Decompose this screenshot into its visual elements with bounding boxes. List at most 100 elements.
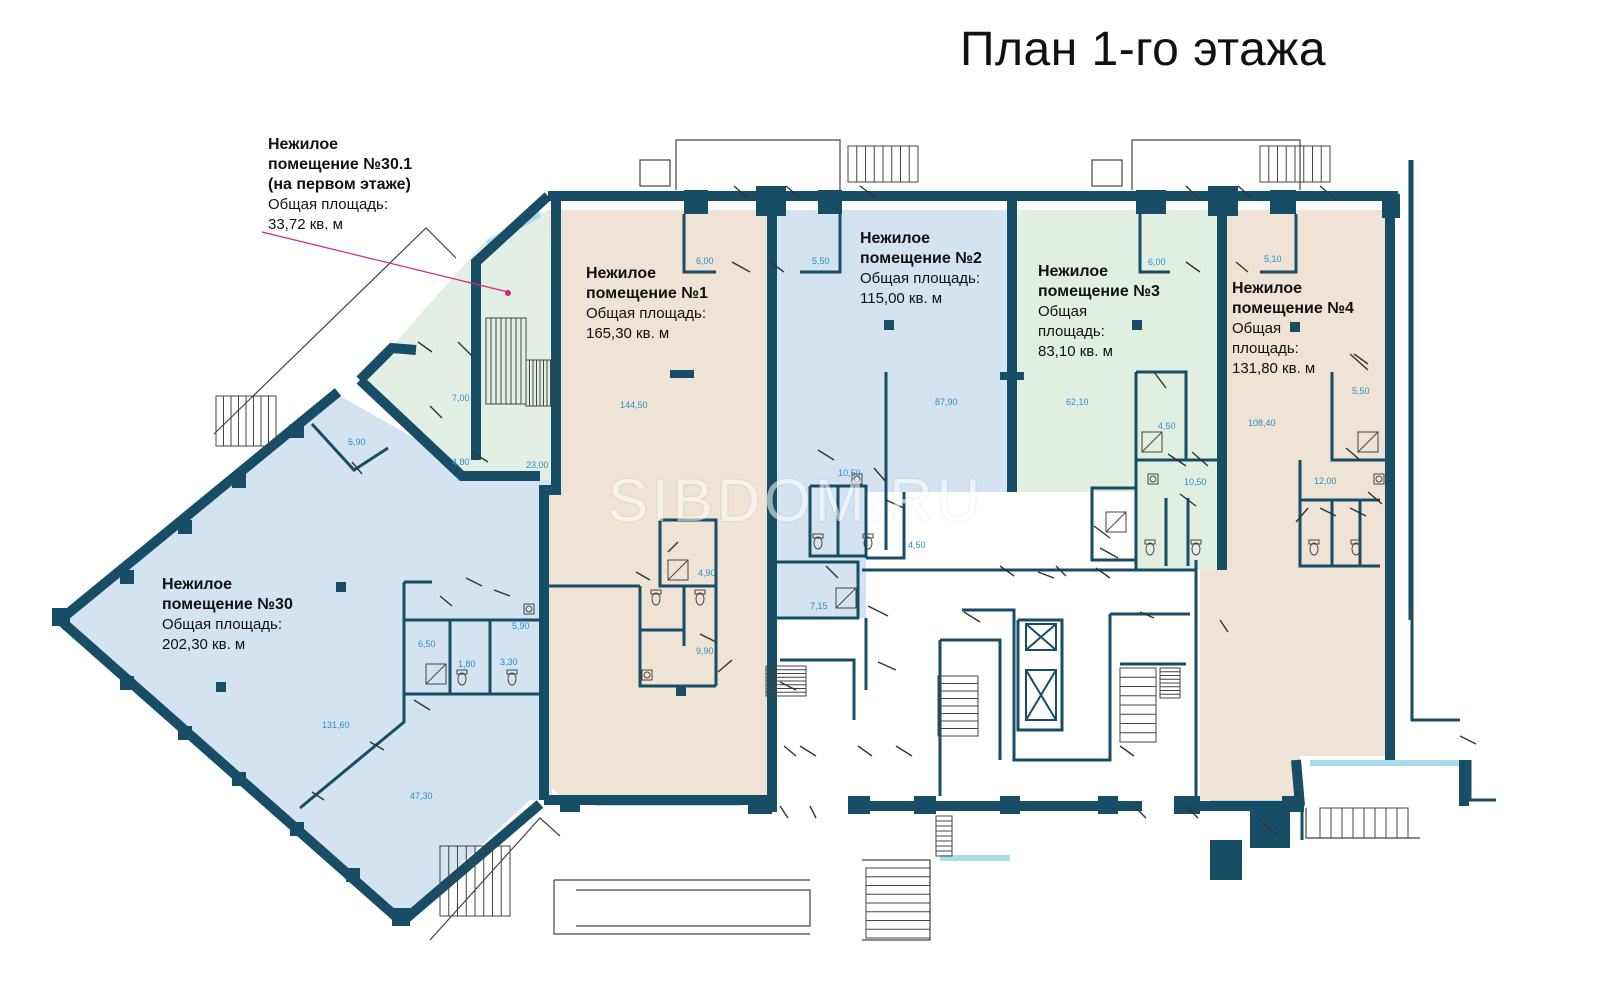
room-area: 7,15 — [810, 601, 828, 611]
door-swing — [1219, 619, 1229, 633]
room-area: 10,50 — [1184, 477, 1207, 487]
sink-basin — [1375, 475, 1383, 483]
door-swing — [895, 745, 913, 757]
door-swing — [817, 449, 835, 461]
room-area: 6,50 — [418, 639, 436, 649]
unit-1-line3: Общая площадь: — [586, 305, 707, 322]
door-swing — [369, 741, 385, 751]
door-swing — [1095, 567, 1111, 579]
door-swing — [779, 681, 797, 691]
door-swing — [351, 461, 363, 475]
toilet-tank — [812, 533, 824, 539]
room-area: 6,00 — [1148, 257, 1166, 267]
door-swing — [439, 595, 453, 607]
door-swing — [1133, 805, 1147, 819]
unit-2-line3: Общая площадь: — [860, 270, 981, 287]
door-swing — [769, 261, 785, 273]
door-swing — [1119, 745, 1135, 757]
columns — [52, 186, 1400, 926]
unit-30-line4: 202,30 кв. м — [162, 636, 246, 653]
door-swing — [731, 261, 751, 273]
door-swing — [1349, 353, 1369, 371]
door-swing — [635, 571, 651, 581]
sink-basin — [643, 671, 651, 679]
toilet-bowl — [1351, 542, 1361, 556]
shower-drain — [425, 663, 447, 685]
room-area: 4,80 — [452, 457, 470, 467]
unit-3-line4: площадь: — [1038, 323, 1105, 340]
room-area: 5,10 — [1264, 254, 1282, 264]
toilet-bowl — [507, 672, 517, 686]
unit-30-1-line3: (на первом этаже) — [268, 176, 411, 193]
unit-30-1-line1: Нежилое — [268, 136, 339, 153]
unit-label-1: Нежилое помещение №1 Общая площадь: 165,… — [586, 264, 708, 344]
shower-drain — [835, 587, 857, 609]
sink-basin — [853, 475, 861, 483]
room-area: 4,50 — [1158, 421, 1176, 431]
room-area: 5,90 — [348, 437, 366, 447]
room-area: 4,90 — [698, 568, 716, 578]
toilet-bowl — [1145, 542, 1155, 556]
sink — [1373, 473, 1385, 485]
sink — [523, 603, 535, 615]
door-swing — [1037, 571, 1055, 579]
door-swing — [859, 185, 877, 199]
door-swing — [1167, 453, 1187, 467]
door-swing — [1349, 507, 1367, 517]
unit-30-line3: Общая площадь: — [162, 616, 283, 633]
toilet-tank — [862, 533, 874, 539]
door-swing — [877, 661, 897, 671]
shower-tray — [425, 663, 447, 685]
toilet-bowl — [457, 672, 467, 686]
unit-30-1-line5: 33,72 кв. м — [268, 216, 343, 233]
room-area: 47,30 — [410, 791, 433, 801]
toilet-bowl — [1191, 542, 1201, 556]
sanitary-fixtures — [425, 431, 1385, 686]
door-swing — [799, 745, 817, 757]
room-area: 9,90 — [696, 646, 714, 656]
unit-label-30-1: Нежилое помещение №30.1 (на первом этаже… — [268, 135, 412, 235]
toilet-tank — [650, 589, 662, 595]
room-unit-30-1 — [360, 210, 560, 480]
door-swing — [1179, 493, 1197, 507]
porches — [213, 139, 1420, 941]
door-swing — [785, 185, 801, 199]
unit-1-line2: помещение №1 — [586, 285, 708, 302]
room-area: 1,80 — [458, 659, 476, 669]
leader-dot — [505, 290, 511, 296]
unit-label-30: Нежилое помещение №30 Общая площадь: 202… — [162, 575, 293, 655]
toilet-tank — [1350, 539, 1362, 545]
door-swing — [417, 341, 433, 353]
unit-3-line2: помещение №3 — [1038, 283, 1160, 300]
door-swing — [1237, 185, 1253, 199]
door-swing — [1153, 371, 1167, 389]
unit-4-line5: 131,80 кв. м — [1232, 360, 1316, 377]
leader-line — [261, 231, 509, 293]
partitions — [299, 160, 1496, 840]
door-swing — [1353, 353, 1369, 365]
door-swing — [1319, 185, 1335, 199]
toilet-bowl — [695, 592, 705, 606]
shower-tray — [1357, 431, 1379, 453]
room-area: 87,90 — [935, 397, 958, 407]
toilet-tank — [1308, 539, 1320, 545]
unit-4-line4: площадь: — [1232, 340, 1299, 357]
unit-4-line3: Общая — [1232, 320, 1282, 337]
elevator-shafts — [1025, 623, 1057, 721]
door-swing — [1235, 261, 1249, 273]
door-swing — [825, 565, 839, 579]
door-swing — [1139, 611, 1155, 619]
unit-2-line1: Нежилое — [860, 230, 931, 247]
door-swing — [783, 745, 797, 757]
shower-drain — [667, 559, 689, 581]
sink — [851, 473, 863, 485]
unit-label-2: Нежилое помещение №2 Общая площадь: 115,… — [860, 229, 982, 309]
shower-tray — [1105, 511, 1127, 533]
door-swing — [1185, 261, 1201, 273]
unit-3-line5: 83,10 кв. м — [1038, 343, 1113, 360]
shower-tray — [1141, 431, 1163, 453]
page-title: План 1-го этажа — [960, 23, 1327, 76]
room-area: 23,00 — [526, 460, 549, 470]
unit-label-4: Нежилое помещение №4 Общая площадь: 131,… — [1232, 279, 1354, 379]
